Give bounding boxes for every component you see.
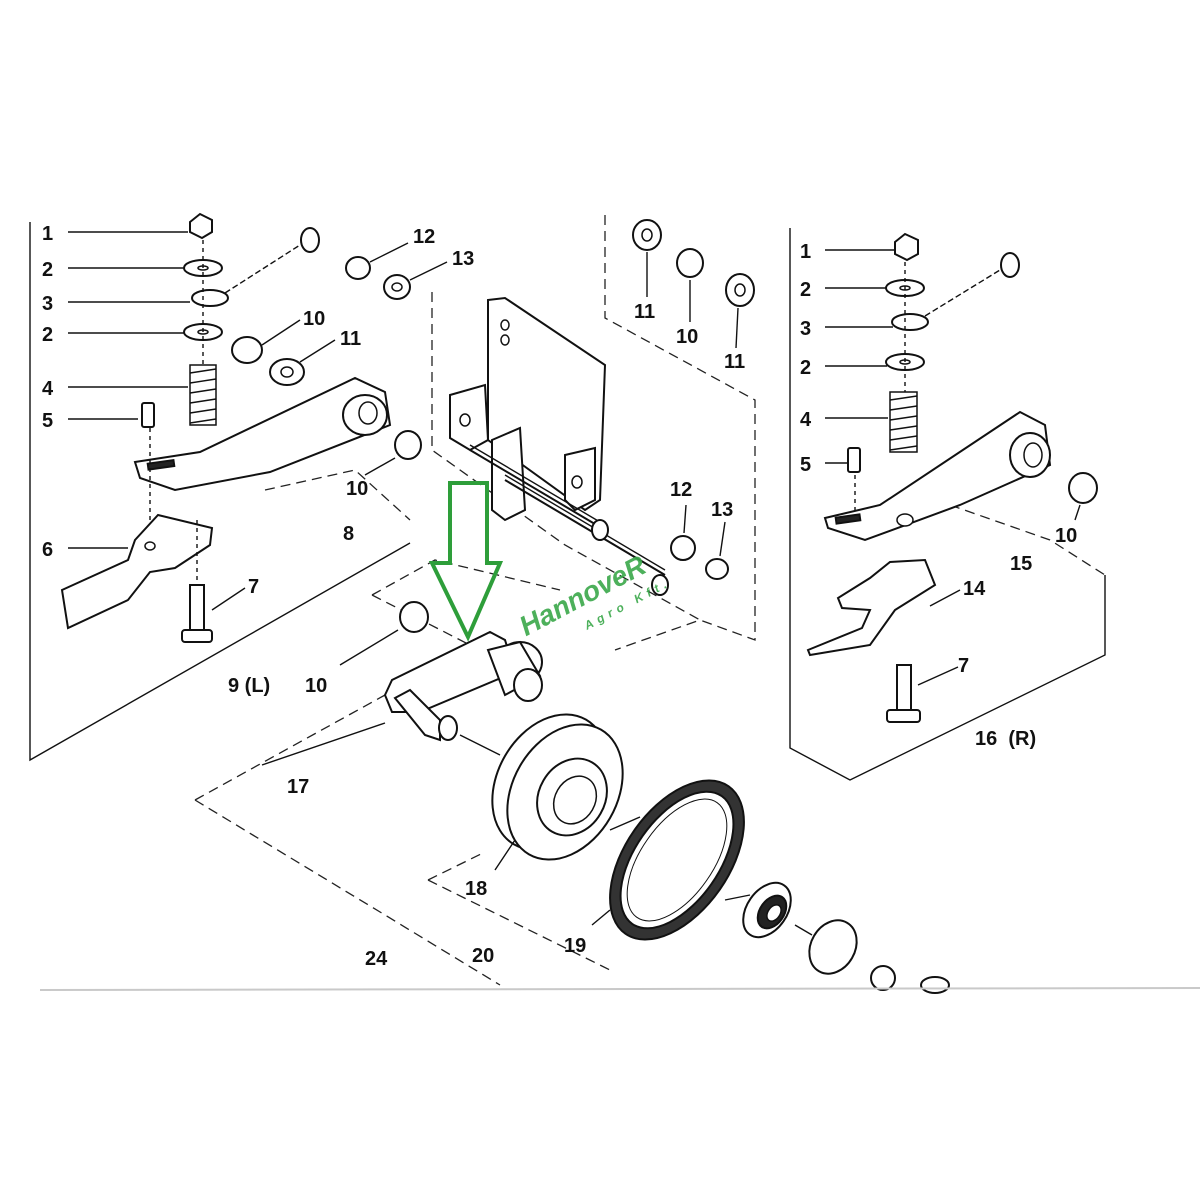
- label-12b: 12: [670, 479, 692, 501]
- label-3: 3: [42, 293, 53, 315]
- label-r4: 4: [800, 409, 812, 431]
- label-11b: 11: [724, 351, 745, 373]
- label-9L: 9 (L): [228, 675, 270, 697]
- tine-icon: [806, 558, 937, 657]
- label-10c: 10: [305, 675, 327, 697]
- label-8: 8: [343, 523, 354, 545]
- bolt-icon: [181, 584, 213, 643]
- label-r1: 1: [800, 241, 811, 263]
- chain-eye-icon: [191, 289, 229, 307]
- spring-icon: [889, 391, 918, 453]
- label-r3: 3: [800, 318, 811, 340]
- label-15: 15: [1010, 553, 1032, 575]
- label-r2: 2: [800, 279, 811, 301]
- left-assembly: 1 2 3 2 4 5 6 7 8 9 (L) 10 11 10: [29, 212, 422, 762]
- label-11a: 11: [634, 301, 655, 323]
- ring-icon: [705, 558, 729, 580]
- right-assembly: 1 2 3 2 4 5 10 15 14 7 16 (R): [789, 228, 1106, 781]
- label-13b: 13: [711, 499, 733, 521]
- circlip-icon: [808, 919, 858, 975]
- nut-icon: [189, 212, 213, 240]
- pin-icon: [141, 402, 155, 428]
- center-assembly: 12 13 12 13 10 17 18 19 20 24: [194, 226, 950, 994]
- label-r2b: 2: [800, 357, 811, 379]
- label-6: 6: [42, 539, 53, 561]
- arm-left-icon: [133, 376, 392, 492]
- label-13: 13: [452, 248, 474, 270]
- ring-icon: [231, 336, 263, 364]
- spring-icon: [189, 364, 217, 426]
- ring-icon: [345, 256, 371, 280]
- ring-icon: [870, 965, 896, 991]
- label-16R: 16 (R): [975, 728, 1036, 750]
- bolt-icon: [886, 664, 921, 723]
- label-5: 5: [42, 410, 53, 432]
- label-1: 1: [42, 223, 53, 245]
- ring-icon: [399, 601, 429, 633]
- label-7: 7: [248, 576, 259, 598]
- nut-icon: [894, 232, 919, 262]
- label-14: 14: [963, 578, 986, 600]
- ring-icon: [394, 430, 422, 460]
- pin-icon: [847, 447, 861, 473]
- label-12: 12: [413, 226, 435, 248]
- mounting-plate-icon: [449, 296, 669, 596]
- arm-right-icon: [823, 410, 1052, 542]
- ring-icon: [1068, 472, 1098, 504]
- watermark-logo: HannoveR Agro Kft.: [514, 549, 673, 642]
- label-r5: 5: [800, 454, 811, 476]
- label-24: 24: [365, 948, 388, 970]
- tine-icon: [60, 513, 214, 630]
- shaft-arm-icon: [383, 630, 543, 742]
- down-arrow-icon: [428, 481, 504, 642]
- pulley-icon: [491, 713, 624, 861]
- washer-group: 11 10 11: [604, 215, 756, 641]
- label-4: 4: [42, 378, 54, 400]
- chain-eye-icon: [891, 313, 929, 331]
- label-10b: 10: [346, 478, 368, 500]
- label-18: 18: [465, 878, 487, 900]
- label-20: 20: [472, 945, 494, 967]
- label-2: 2: [42, 259, 53, 281]
- bottom-divider: [39, 987, 1200, 991]
- label-r10: 10: [1055, 525, 1077, 547]
- label-10d: 10: [676, 326, 698, 348]
- label-r7: 7: [958, 655, 969, 677]
- label-19: 19: [564, 935, 586, 957]
- label-11: 11: [340, 328, 361, 350]
- label-2b: 2: [42, 324, 53, 346]
- ring-icon: [676, 248, 704, 278]
- bearing-icon: [742, 881, 792, 939]
- ring-icon: [670, 535, 696, 561]
- label-10: 10: [303, 308, 325, 330]
- label-17: 17: [287, 776, 309, 798]
- seal-icon: [609, 779, 745, 941]
